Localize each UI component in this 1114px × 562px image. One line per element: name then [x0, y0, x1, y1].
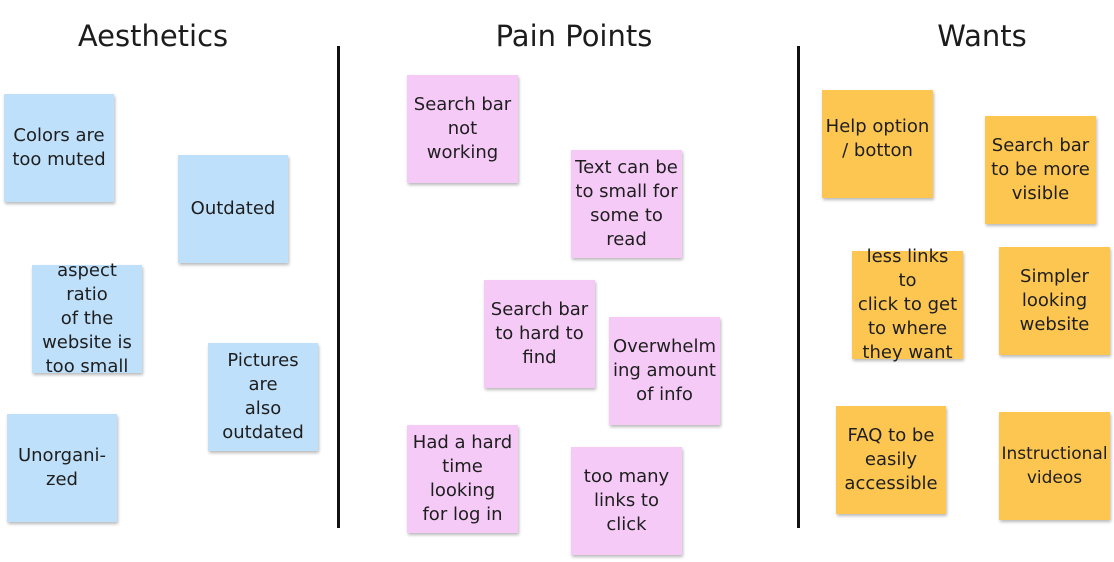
note-text: Pictures are also outdated — [222, 350, 304, 443]
note-text: Had a hard time looking for log in — [412, 432, 513, 525]
sticky-note[interactable]: Text can be to small for some to read — [571, 150, 682, 258]
sticky-note[interactable]: Outdated — [178, 155, 288, 263]
column-title-wants: Wants — [937, 19, 1027, 53]
note-text: too many links to click — [583, 466, 670, 535]
note-text: Help option / botton — [825, 116, 930, 161]
sticky-note[interactable]: Instructional videos — [999, 412, 1110, 520]
sticky-note[interactable]: aspect ratio of the website is too small — [32, 260, 142, 377]
sticky-note[interactable]: Overwhelm ing amount of info — [609, 317, 720, 425]
note-text: FAQ to be easily accessible — [844, 425, 938, 494]
sticky-note[interactable]: Search bar not working — [407, 75, 518, 183]
note-text: Search bar to be more visible — [991, 135, 1090, 204]
column-title-aesthetics: Aesthetics — [77, 19, 229, 53]
sticky-note[interactable]: FAQ to be easily accessible — [836, 406, 946, 514]
note-text: Search bar not working — [413, 94, 512, 163]
column-divider-left — [337, 46, 340, 528]
sticky-note[interactable]: Simpler looking website — [999, 247, 1110, 355]
column-title-pain-points: Pain Points — [495, 19, 653, 53]
sticky-note[interactable]: Help option / botton — [822, 90, 933, 198]
sticky-note[interactable]: Had a hard time looking for log in — [407, 425, 518, 533]
note-text: Unorgani- zed — [17, 445, 107, 490]
note-text: aspect ratio of the website is too small — [42, 260, 132, 377]
note-text: Search bar to hard to find — [490, 299, 589, 368]
note-text: less links to click to get to where they… — [857, 246, 958, 363]
note-text: Simpler looking website — [1019, 266, 1090, 335]
note-text: Overwhelm ing amount of info — [612, 336, 717, 405]
note-text: Instructional videos — [1001, 444, 1108, 488]
sticky-note[interactable]: too many links to click — [571, 447, 682, 555]
note-text: Colors are too muted — [12, 125, 106, 170]
sticky-note[interactable]: less links to click to get to where they… — [852, 246, 963, 363]
note-text: Text can be to small for some to read — [575, 157, 678, 250]
sticky-note[interactable]: Search bar to hard to find — [484, 280, 595, 388]
sticky-note[interactable]: Unorgani- zed — [7, 414, 117, 522]
note-text: Outdated — [190, 198, 276, 219]
sticky-note[interactable]: Colors are too muted — [4, 94, 114, 202]
column-divider-right — [797, 46, 800, 528]
sticky-note[interactable]: Search bar to be more visible — [985, 116, 1096, 224]
sticky-note[interactable]: Pictures are also outdated — [208, 343, 318, 451]
